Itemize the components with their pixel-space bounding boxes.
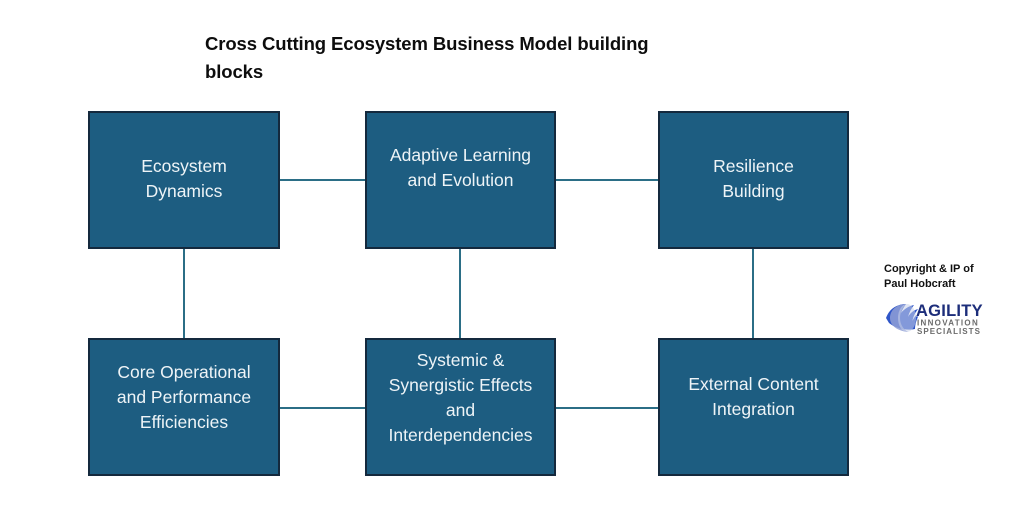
- connector-core-operational-to-systemic-synergistic: [279, 407, 367, 409]
- logo-primary-word: AGILITY: [916, 302, 983, 320]
- credit-block: Copyright & IP of Paul Hobcraft AGILITY …: [884, 262, 1014, 338]
- block-core-operational-and-performance-efficiencies[interactable]: Core Operational and Performance Efficie…: [88, 338, 280, 476]
- agility-innovation-specialists-logo: AGILITY INNOVATION SPECIALISTS: [886, 302, 983, 336]
- block-label-adaptive-learning-and-evolution: Adaptive Learning and Evolution: [389, 145, 532, 190]
- block-label-resilience-building: Resilience Building: [713, 156, 794, 201]
- copyright-text: Copyright & IP of Paul Hobcraft: [884, 263, 974, 290]
- connector-ecosystem-dynamics-to-core-operational: [183, 248, 185, 340]
- page-title: Cross Cutting Ecosystem Business Model b…: [205, 33, 649, 82]
- logo-secondary-line-2: SPECIALISTS: [917, 327, 981, 336]
- block-systemic-and-synergistic-effects-and-interdependencies[interactable]: Systemic & Synergistic Effects and Inter…: [365, 338, 556, 476]
- block-label-external-content-integration: External Content Integration: [688, 374, 819, 419]
- logo-secondary-line-1: INNOVATION: [917, 319, 979, 328]
- block-label-systemic-and-synergistic-effects-and-interdependencies: Systemic & Synergistic Effects and Inter…: [388, 350, 533, 445]
- connector-adaptive-learning-to-resilience-building: [555, 179, 660, 181]
- connector-resilience-building-to-external-content: [752, 248, 754, 340]
- flame-swoosh-icon: [886, 304, 920, 332]
- block-external-content-integration[interactable]: External Content Integration: [658, 338, 849, 476]
- block-ecosystem-dynamics[interactable]: Ecosystem Dynamics: [88, 111, 280, 249]
- block-label-ecosystem-dynamics: Ecosystem Dynamics: [141, 156, 227, 201]
- connector-adaptive-learning-to-systemic-synergistic: [459, 248, 461, 340]
- block-adaptive-learning-and-evolution[interactable]: Adaptive Learning and Evolution: [365, 111, 556, 249]
- connector-systemic-synergistic-to-external-content: [555, 407, 660, 409]
- block-resilience-building[interactable]: Resilience Building: [658, 111, 849, 249]
- connector-ecosystem-dynamics-to-adaptive-learning: [279, 179, 367, 181]
- block-label-core-operational-and-performance-efficiencies: Core Operational and Performance Efficie…: [116, 362, 252, 432]
